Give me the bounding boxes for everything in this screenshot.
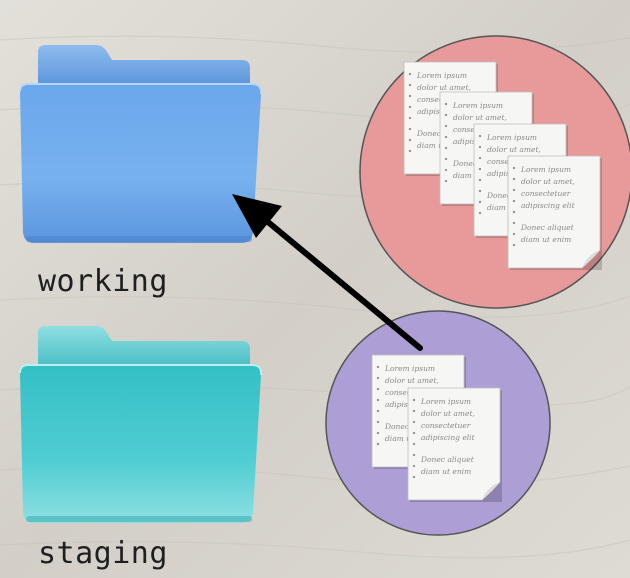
document-text: dolor ut amet, — [421, 409, 475, 418]
document-text: consectetuer — [521, 189, 571, 198]
document-text: diam ut enim — [521, 235, 571, 244]
document-text: dolor ut amet, — [417, 83, 471, 92]
document-icon: Lorem ipsum dolor ut amet, consectetuer adi… — [407, 387, 502, 502]
document-text: adipiscing elit — [421, 433, 476, 442]
document-text: dolor ut amet, — [487, 145, 541, 154]
document-text: adipiscing elit — [521, 201, 576, 210]
staging-folder-icon[interactable] — [19, 326, 263, 523]
working-folder-icon[interactable] — [19, 45, 263, 243]
document-icon: Lorem ipsum dolor ut amet, consectetuer adi… — [507, 155, 602, 270]
staging-docs-stack: Lorem ipsum dolor ut amet, consectetuer adi… — [371, 354, 502, 502]
document-text: Lorem ipsum — [416, 71, 467, 80]
document-text: dolor ut amet, — [521, 177, 575, 186]
document-text: Donec aliquet — [520, 223, 575, 232]
working-docs-stack: Lorem ipsum dolor ut amet, consectetuer adi… — [403, 61, 602, 270]
document-text: Lorem ipsum — [452, 101, 503, 110]
staging-folder-label: staging — [38, 536, 168, 571]
document-text: dolor ut amet, — [385, 376, 439, 385]
document-text: diam ut enim — [421, 467, 471, 476]
document-text: Lorem ipsum — [520, 165, 571, 174]
working-folder-label: working — [38, 264, 168, 299]
document-text: Lorem ipsum — [384, 364, 435, 373]
document-text: Lorem ipsum — [420, 397, 471, 406]
document-text: dolor ut amet, — [453, 113, 507, 122]
arrow-staging-to-working — [232, 194, 423, 351]
document-text: Donec aliquet — [420, 455, 475, 464]
document-text: Lorem ipsum — [486, 133, 537, 142]
document-text: consectetuer — [421, 421, 471, 430]
